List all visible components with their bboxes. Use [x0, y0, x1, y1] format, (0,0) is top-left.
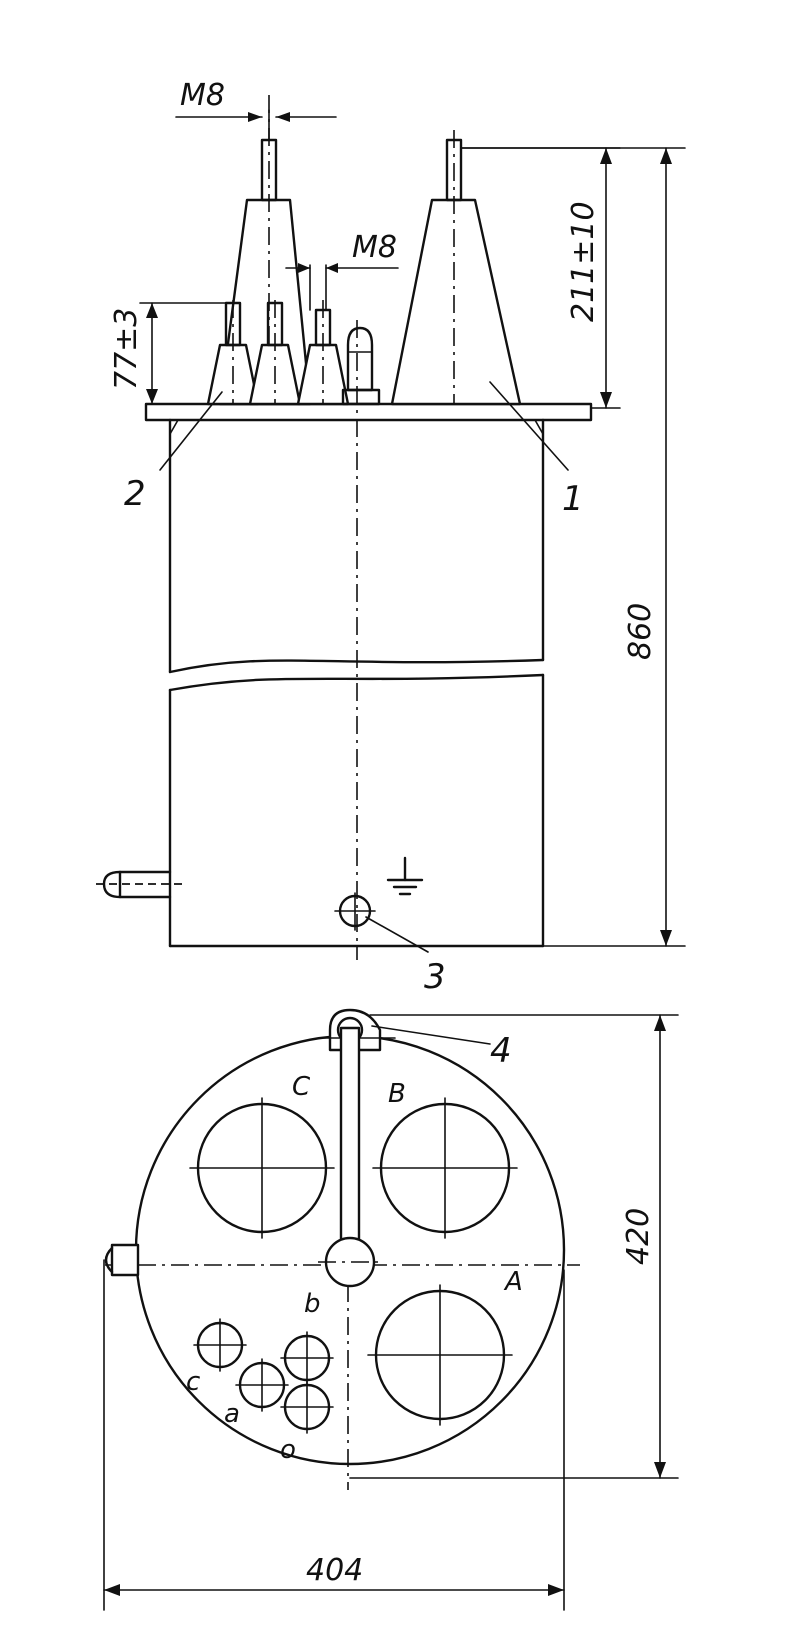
dim-thread-low: M8 — [285, 230, 399, 273]
callout-hv-bushing-label: 1 — [562, 479, 584, 519]
plan-view: C B A c a — [103, 1008, 679, 1611]
phase-lv-a-label: a — [224, 1399, 240, 1429]
phase-lv-o-label: o — [280, 1435, 296, 1465]
center-boss — [318, 1236, 382, 1288]
bushing-lv-a: a — [224, 1358, 289, 1429]
ground-icon — [386, 856, 424, 896]
callout-lifting-lug-label: 4 — [490, 1031, 512, 1071]
bushing-lv-c: c — [186, 1318, 247, 1397]
callout-hv-bushing: 1 — [489, 381, 584, 519]
oil-valve-plan — [104, 1243, 140, 1277]
dim-lv-bushing-height: 77±3 — [109, 302, 231, 405]
phase-lv-b-label: b — [304, 1289, 321, 1319]
dim-thread-top-label: M8 — [180, 78, 225, 113]
dim-total-height: 860 — [460, 147, 686, 947]
callout-lv-bushing: 2 — [124, 391, 223, 514]
dim-plan-depth: 420 — [349, 1014, 679, 1479]
dim-plan-depth-label: 420 — [621, 1208, 656, 1265]
bushing-phase-c: C — [189, 1072, 335, 1239]
phase-c-label: C — [292, 1072, 311, 1102]
tank-body — [144, 402, 593, 948]
dim-lv-bushing-height-label: 77±3 — [109, 308, 144, 390]
dim-thread-top: M8 — [175, 78, 337, 122]
dim-plan-width-label: 404 — [306, 1553, 363, 1588]
phase-lv-c-label: c — [186, 1367, 200, 1397]
dim-thread-low-label: M8 — [352, 230, 397, 265]
bushing-lv-b: b — [280, 1289, 334, 1385]
bushing-phase-a: A — [367, 1267, 523, 1426]
oil-valve-side — [96, 870, 185, 899]
bushing-phase-b: B — [372, 1079, 518, 1239]
bushing-lv-o: o — [280, 1380, 334, 1465]
phase-b-label: B — [388, 1079, 406, 1109]
phase-a-label: A — [503, 1267, 523, 1297]
callout-ground-bolt: 3 — [365, 916, 446, 997]
lv-bushing-1 — [206, 300, 260, 406]
dim-plan-width: 404 — [103, 1259, 565, 1611]
ground-bolt — [334, 892, 376, 931]
lifting-arm — [339, 1026, 361, 1245]
dim-total-height-label: 860 — [623, 603, 658, 660]
callout-lifting-lug: 4 — [371, 1025, 512, 1071]
breather-cap — [341, 326, 381, 406]
lv-bushing-3 — [296, 264, 350, 406]
dim-hv-bushing-height-label: 211±10 — [566, 201, 601, 322]
elevation-view: M8 M8 211±10 77±3 — [96, 78, 686, 997]
callout-lv-bushing-label: 2 — [124, 474, 146, 514]
hv-bushing-right — [390, 130, 522, 406]
callout-ground-bolt-label: 3 — [424, 957, 446, 997]
